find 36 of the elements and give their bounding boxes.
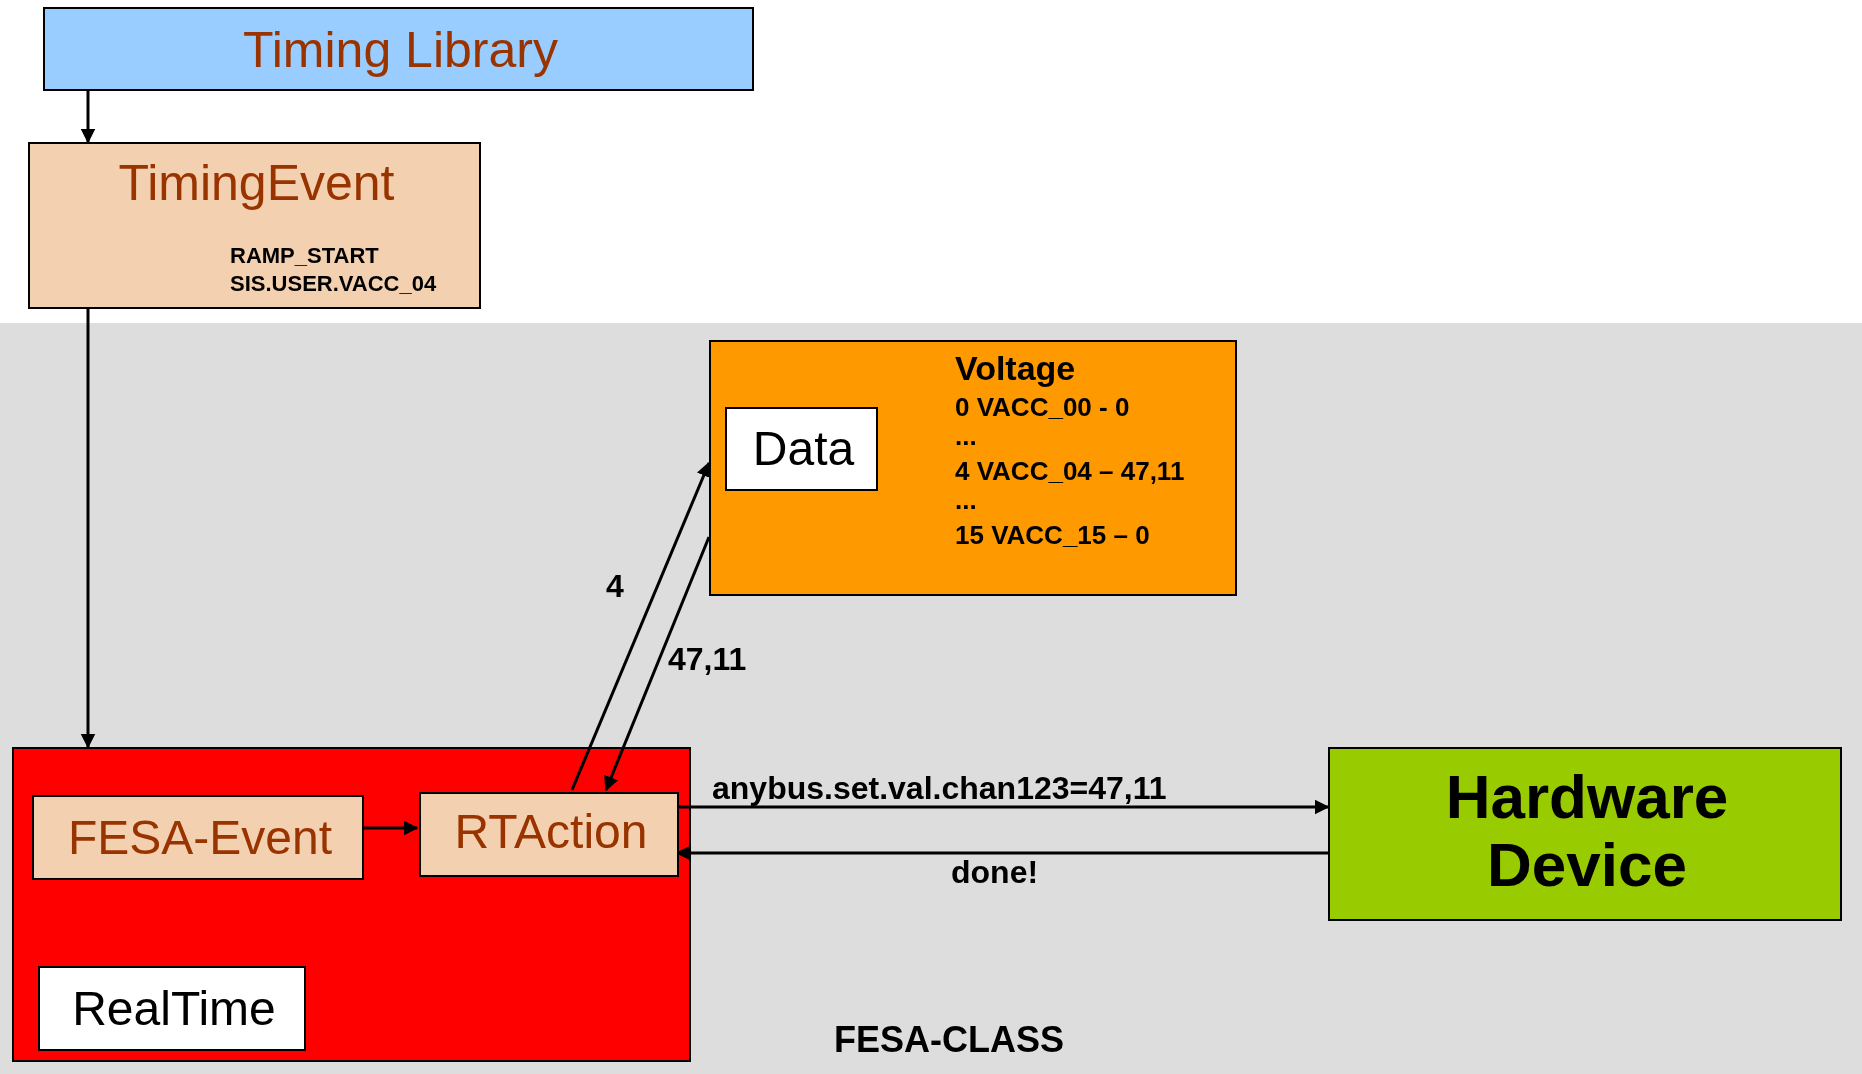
data-label: Data (751, 423, 856, 476)
action-box (419, 792, 679, 877)
value-text: 15 VACC_15 – 0 (955, 521, 1150, 550)
value-text: ... (955, 486, 977, 515)
event-box (32, 795, 364, 880)
edge-label: anybus.set.val.chan123=47,11 (712, 772, 1167, 804)
value-text: 4 VACC_04 – 47,11 (955, 457, 1185, 486)
arrow (80, 309, 96, 749)
event-name: RAMP_START (230, 244, 379, 269)
edge-label: 47,11 (668, 643, 747, 675)
device-label: Hardware Device (1444, 763, 1730, 900)
arrow (80, 91, 96, 144)
realtime-box (38, 966, 306, 1051)
realtime-panel (12, 747, 691, 1062)
event-label: FESA-Event (66, 812, 334, 865)
class-label: FESA-CLASS (834, 1020, 1064, 1060)
heading-text: Voltage (955, 350, 1076, 388)
arrow (604, 536, 711, 792)
value-text: ... (955, 422, 977, 451)
value-text: 0 VACC_00 - 0 (955, 393, 1130, 422)
device-box (1328, 747, 1842, 921)
realtime-label: RealTime (71, 983, 277, 1036)
event-name: SIS.USER.VACC_04 (230, 272, 437, 297)
action-label: RTAction (453, 806, 649, 859)
library-box (43, 7, 754, 91)
data-box (725, 407, 878, 491)
arrow (570, 461, 711, 791)
class-band (0, 323, 1862, 1074)
arrow (362, 820, 419, 836)
arrow (677, 799, 1330, 815)
title-text: Timing Library (242, 23, 559, 78)
edge-label: done! (951, 856, 1039, 888)
edge-label: 4 (606, 570, 624, 602)
event-box (28, 142, 481, 309)
data-panel (709, 340, 1237, 596)
title-text: TimingEvent (117, 156, 396, 211)
